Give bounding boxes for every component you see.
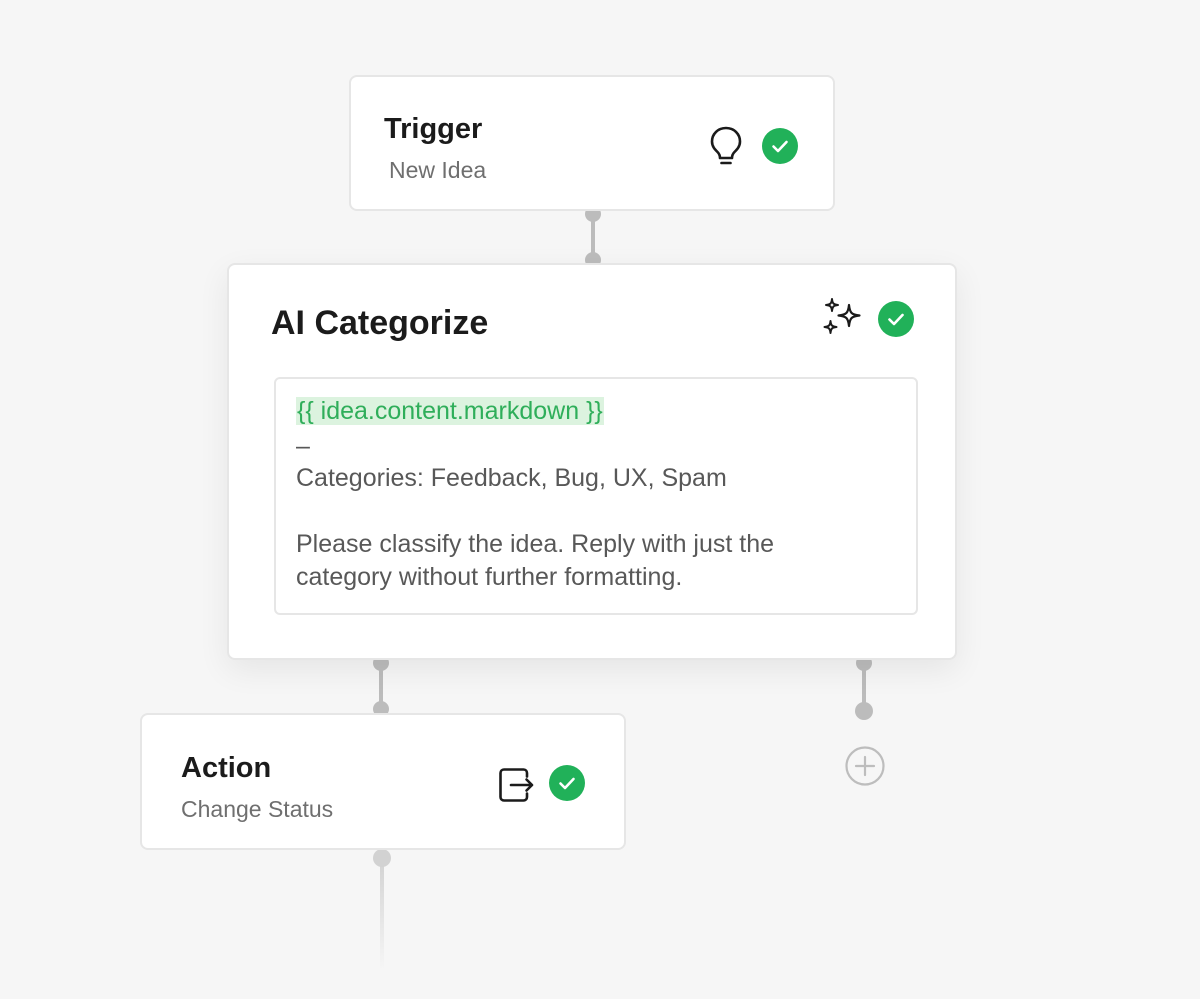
check-circle-icon xyxy=(878,301,914,337)
trigger-subtitle: New Idea xyxy=(389,157,487,183)
ai-categorize-node[interactable]: AI Categorize {{ idea.content.markdown }… xyxy=(227,263,957,660)
trigger-title: Trigger xyxy=(384,113,483,145)
prompt-separator: – xyxy=(296,432,310,460)
prompt-variable-token: {{ idea.content.markdown }} xyxy=(296,397,604,425)
ai-categorize-title: AI Categorize xyxy=(271,304,489,342)
check-circle-icon xyxy=(762,128,798,164)
action-node[interactable]: Action Change Status xyxy=(140,713,626,850)
check-circle-icon xyxy=(549,765,585,801)
prompt-instruction-line-1: Please classify the idea. Reply with jus… xyxy=(296,530,775,558)
connector-trigger-to-ai xyxy=(585,206,601,268)
sparkles-icon xyxy=(823,298,861,334)
exit-icon xyxy=(499,768,534,802)
connector-ai-to-add-step xyxy=(855,655,873,720)
connector-action-outgoing xyxy=(373,849,391,970)
prompt-variable-line: {{ idea.content.markdown }} xyxy=(296,397,604,426)
lightbulb-icon xyxy=(710,126,742,165)
trigger-node[interactable]: Trigger New Idea xyxy=(349,75,835,211)
prompt-instruction-line-2: category without further formatting. xyxy=(296,563,683,591)
prompt-categories-line: Categories: Feedback, Bug, UX, Spam xyxy=(296,464,727,492)
action-title: Action xyxy=(181,752,272,784)
add-step-button[interactable] xyxy=(844,745,886,787)
connector-ai-to-action xyxy=(373,655,389,717)
prompt-editor[interactable]: {{ idea.content.markdown }} – Categories… xyxy=(274,377,918,615)
action-subtitle: Change Status xyxy=(181,796,334,822)
plus-circle-icon xyxy=(845,746,885,786)
